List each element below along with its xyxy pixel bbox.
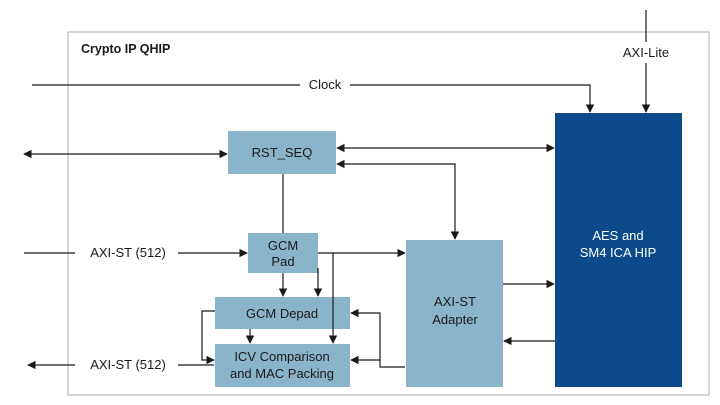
axi-st-adapter-label-line1: AXI-ST <box>434 294 476 309</box>
adapter-depad-line <box>350 308 405 368</box>
rst-adapter-line <box>336 159 460 240</box>
depad-loop-line <box>201 310 215 365</box>
container-title: Crypto IP QHIP <box>81 42 170 56</box>
icv-block <box>215 344 350 387</box>
gcm-pad-label-line2: Pad <box>271 254 294 269</box>
gcm-pad-block <box>248 233 318 273</box>
rst-seq-label: RST_SEQ <box>252 145 313 160</box>
axi-lite-label: AXI-Lite <box>623 45 669 60</box>
axi-st-adapter-block <box>406 240 503 387</box>
aes-hip-label-line2: SM4 ICA HIP <box>580 245 657 260</box>
aes-hip-label-line1: AES and <box>592 228 643 243</box>
axi-st-adapter-label-line2: Adapter <box>432 312 478 327</box>
clock-line-right <box>350 84 595 113</box>
gcm-depad-block <box>215 297 350 329</box>
clock-label: Clock <box>309 77 342 92</box>
rst-seq-block <box>228 131 336 174</box>
icv-label-line2: and MAC Packing <box>230 366 334 381</box>
axi-st-in-label: AXI-ST (512) <box>90 245 166 260</box>
aes-sm4-hip-block <box>555 113 682 387</box>
gcm-pad-label-line1: GCM <box>268 238 298 253</box>
gcm-depad-label: GCM Depad <box>246 306 318 321</box>
icv-label-line1: ICV Comparison <box>234 349 329 364</box>
qhip-container <box>67 31 710 396</box>
axi-st-out-label: AXI-ST (512) <box>90 357 166 372</box>
